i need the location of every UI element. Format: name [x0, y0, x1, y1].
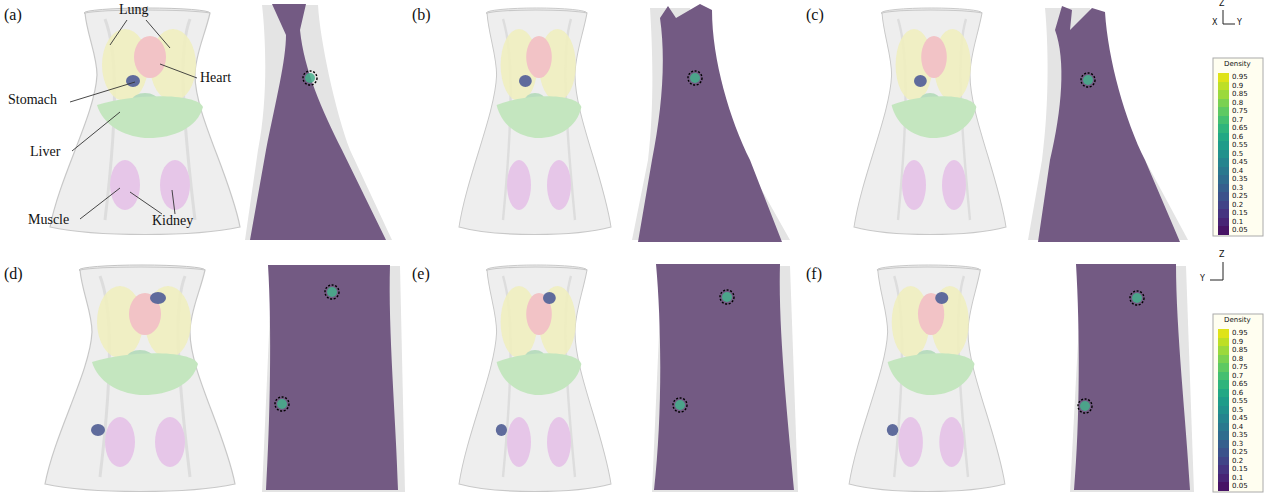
colorbar-tick: 0.25	[1232, 192, 1248, 201]
colorbar-swatch	[1218, 209, 1229, 218]
organ-label: Kidney	[152, 213, 193, 228]
colorbar-swatch	[1218, 397, 1229, 406]
colorbar-tick: 0.2	[1232, 201, 1243, 210]
colorbar-tick: 0.95	[1232, 73, 1248, 82]
colorbar-tick: 0.8	[1232, 355, 1243, 364]
colorbar-tick: 0.4	[1232, 423, 1243, 432]
axis-label: Z	[1219, 0, 1224, 9]
colorbar-tick: 0.5	[1232, 406, 1243, 415]
colorbar-tick: 0.35	[1232, 431, 1248, 440]
colorbar-tick: 0.85	[1232, 90, 1248, 99]
panel-label: (b)	[412, 6, 431, 24]
colorbar-swatch	[1218, 355, 1229, 364]
colorbar-swatch	[1218, 448, 1229, 457]
colorbar-swatch	[1218, 440, 1229, 449]
panel-label: (e)	[412, 265, 430, 283]
organ-label: Muscle	[28, 212, 69, 227]
colorbar-swatch	[1218, 363, 1229, 372]
colorbar-swatch	[1218, 90, 1229, 99]
colorbar-tick: 0.6	[1232, 389, 1243, 398]
colorbar-tick: 0.15	[1232, 465, 1248, 474]
colorbar-swatch	[1218, 158, 1229, 167]
colorbar-tick: 0.7	[1232, 372, 1243, 381]
colorbar-title: Density	[1224, 61, 1251, 69]
colorbar-tick: 0.1	[1232, 474, 1243, 483]
colorbar-swatch	[1218, 175, 1229, 184]
panel-label: (c)	[806, 6, 824, 24]
panel-label: (a)	[4, 6, 22, 24]
colorbar-swatch	[1218, 133, 1229, 142]
colorbar-swatch	[1218, 73, 1229, 82]
colorbar-tick: 0.3	[1232, 440, 1243, 449]
colorbar-swatch	[1218, 457, 1229, 466]
axis-label: Y	[1200, 275, 1205, 284]
colorbar-swatch	[1218, 218, 1229, 227]
colorbar-swatch	[1218, 192, 1229, 201]
colorbar-swatch	[1218, 431, 1229, 440]
panel-label: (f)	[806, 265, 822, 283]
colorbar-tick: 0.55	[1232, 141, 1248, 150]
colorbar-tick: 0.9	[1232, 82, 1243, 91]
colorbar-tick: 0.65	[1232, 380, 1248, 389]
colorbar-swatch	[1218, 482, 1229, 491]
colorbar-tick: 0.25	[1232, 448, 1248, 457]
colorbar-swatch	[1218, 389, 1229, 398]
colorbar-tick: 0.95	[1232, 329, 1248, 338]
colorbar-swatch	[1218, 423, 1229, 432]
organ-label: Heart	[200, 70, 231, 85]
colorbar-swatch	[1218, 201, 1229, 210]
panel-label: (d)	[4, 265, 23, 283]
colorbar-tick: 0.15	[1232, 209, 1248, 218]
colorbar-swatch	[1218, 124, 1229, 133]
colorbar-swatch	[1218, 141, 1229, 150]
colorbar-tick: 0.2	[1232, 457, 1243, 466]
colorbar-swatch	[1218, 226, 1229, 235]
colorbar-tick: 0.75	[1232, 363, 1248, 372]
axis-label: Z	[1219, 251, 1224, 260]
colorbar-swatch	[1218, 329, 1229, 338]
organ-label: Lung	[119, 2, 149, 17]
colorbar-tick: 0.35	[1232, 175, 1248, 184]
colorbar-swatch	[1218, 338, 1229, 347]
organ-label: Liver	[30, 144, 60, 159]
colorbar-swatch	[1218, 414, 1229, 423]
colorbar-swatch	[1218, 346, 1229, 355]
colorbar-tick: 0.45	[1232, 158, 1248, 167]
colorbar-swatch	[1218, 380, 1229, 389]
colorbar-tick: 0.3	[1232, 184, 1243, 193]
colorbar-tick: 0.1	[1232, 218, 1243, 227]
colorbar-tick: 0.45	[1232, 414, 1248, 423]
colorbar-swatch	[1218, 372, 1229, 381]
colorbar-tick: 0.9	[1232, 338, 1243, 347]
colorbar-tick: 0.5	[1232, 150, 1243, 159]
colorbar-swatch	[1218, 116, 1229, 125]
colorbar-swatch	[1218, 184, 1229, 193]
organ-label: Stomach	[8, 92, 57, 107]
colorbar-tick: 0.05	[1232, 226, 1248, 235]
colorbar-tick: 0.8	[1232, 99, 1243, 108]
colorbar-swatch	[1218, 465, 1229, 474]
colorbar-tick: 0.05	[1232, 482, 1248, 491]
colorbar-swatch	[1218, 474, 1229, 483]
axis-label: X	[1212, 19, 1217, 28]
colorbar-swatch	[1218, 82, 1229, 91]
colorbar-tick: 0.75	[1232, 107, 1248, 116]
colorbar-swatch	[1218, 406, 1229, 415]
colorbar-tick: 0.85	[1232, 346, 1248, 355]
colorbar-tick: 0.4	[1232, 167, 1243, 176]
colorbar-tick: 0.7	[1232, 116, 1243, 125]
colorbar-swatch	[1218, 150, 1229, 159]
colorbar-tick: 0.65	[1232, 124, 1248, 133]
colorbar-title: Density	[1224, 317, 1251, 325]
colorbar-swatch	[1218, 107, 1229, 116]
axis-label: Y	[1237, 19, 1242, 28]
colorbar-tick: 0.6	[1232, 133, 1243, 142]
colorbar-swatch	[1218, 99, 1229, 108]
colorbar-swatch	[1218, 167, 1229, 176]
colorbar-tick: 0.55	[1232, 397, 1248, 406]
